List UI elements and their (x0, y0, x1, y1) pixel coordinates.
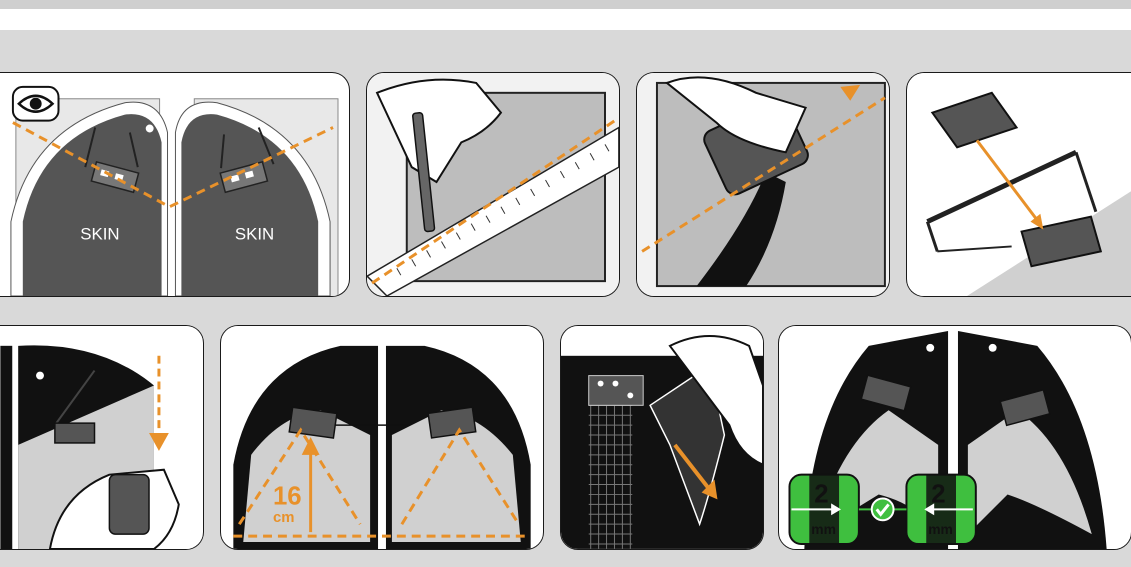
step-8-illustration: 2 mm 2 mm (779, 326, 1131, 549)
step-7-illustration (561, 326, 763, 549)
step-4-panel (906, 72, 1131, 297)
skin-right-label: SKIN (235, 225, 274, 244)
left-gap-badge: 2 mm (789, 475, 858, 544)
step-5-panel (0, 325, 204, 550)
left-gap-value: 2 (814, 480, 828, 508)
checkmark-icon (872, 498, 894, 520)
step-6-panel: 16 cm (220, 325, 544, 550)
step-1-panel: SKIN SKIN (0, 72, 350, 297)
step-3-panel (636, 72, 890, 297)
right-gap-value: 2 (931, 480, 945, 508)
right-gap-badge: 2 mm (906, 475, 975, 544)
step-1-illustration: SKIN SKIN (0, 73, 349, 296)
height-value: 16 (273, 482, 302, 510)
step-4-illustration (907, 73, 1131, 296)
step-8-panel: 2 mm 2 mm (778, 325, 1131, 550)
step-7-panel (560, 325, 764, 550)
step-6-illustration: 16 cm (221, 326, 543, 549)
eye-icon (13, 87, 59, 121)
step-2-illustration (367, 73, 619, 296)
step-3-illustration (637, 73, 889, 296)
step-2-panel (366, 72, 620, 297)
skin-left-label: SKIN (80, 225, 119, 244)
header-band (0, 9, 1131, 30)
step-5-illustration (0, 326, 203, 549)
right-gap-unit: mm (928, 521, 953, 537)
height-unit: cm (273, 510, 294, 526)
top-band (0, 0, 1131, 9)
left-gap-unit: mm (811, 521, 836, 537)
